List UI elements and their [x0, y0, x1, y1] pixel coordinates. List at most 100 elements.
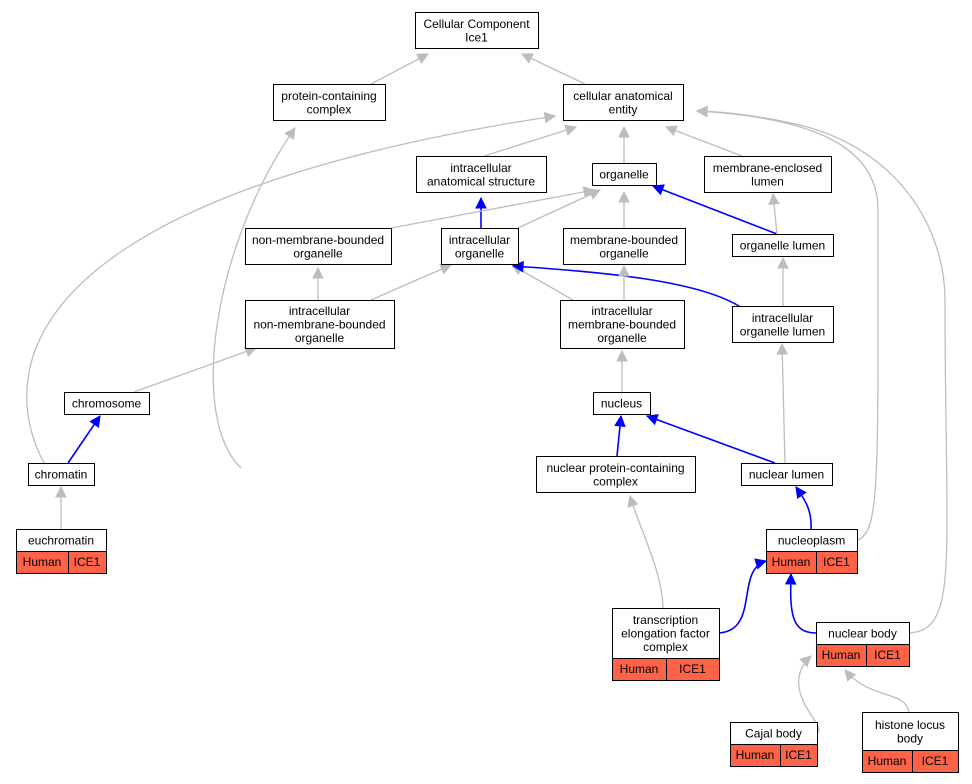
node-label: euchromatin	[28, 534, 94, 548]
species-label: Human	[23, 555, 62, 569]
node-label: nucleus	[601, 397, 642, 411]
species-label: Human	[822, 648, 861, 662]
edge-to-non-membrane-bounded-organelle	[312, 266, 324, 300]
edge-to-chromosome	[67, 415, 101, 464]
edge-to-nucleoplasm	[784, 572, 817, 634]
node-label: nucleoplasm	[778, 534, 845, 548]
edge-to-cellular-anatomical-entity	[664, 125, 743, 157]
edge-to-nuclear-body	[797, 655, 820, 734]
node-label: transcription	[633, 613, 698, 627]
node-label: Cellular Component	[423, 17, 530, 31]
node-label: lumen	[751, 174, 784, 188]
node-chromosome[interactable]: chromosome	[64, 392, 150, 415]
edge-to-intracellular-membrane-bounded-organelle	[616, 349, 628, 392]
edge-to-intracellular-organelle-lumen	[776, 342, 789, 464]
node-label: body	[897, 731, 923, 745]
node-chromatin[interactable]: chromatin	[28, 463, 95, 486]
node-label: chromosome	[72, 397, 142, 411]
node-label: histone locus	[875, 718, 945, 732]
node-label: membrane-bounded	[568, 318, 676, 332]
node-label: organelle	[599, 246, 649, 260]
node-label: membrane-enclosed	[713, 161, 822, 175]
node-label: nuclear protein-containing	[546, 461, 684, 475]
node-label: entity	[609, 102, 638, 116]
node-label: membrane-bounded	[570, 233, 678, 247]
edge-to-organelle	[651, 184, 778, 235]
annotation-row: Human ICE1	[862, 750, 959, 773]
gene-label: ICE1	[922, 754, 949, 768]
edge-to-root	[370, 53, 429, 85]
edge-to-cellular-anatomical-entity	[483, 124, 578, 157]
node-label: intracellular	[752, 311, 813, 325]
node-label: complex	[643, 640, 688, 654]
edge-to-nucleoplasm	[718, 558, 768, 634]
node-nuclear-lumen[interactable]: nuclear lumen	[741, 463, 833, 486]
edge-to-nucleus	[614, 414, 626, 457]
node-label: complex	[307, 102, 352, 116]
node-label: nuclear body	[828, 627, 897, 641]
node-label: organelle	[597, 331, 647, 345]
node-organelle[interactable]: organelle	[592, 163, 657, 186]
edge-to-organelle	[517, 189, 602, 229]
edge-to-cellular-anatomical-entity	[695, 105, 948, 634]
species-label: Human	[868, 754, 907, 768]
edge-to-nuclear-protein-complex	[627, 494, 664, 609]
edge-to-nuclear-lumen	[795, 486, 812, 530]
node-label: non-membrane-bounded	[253, 318, 385, 332]
edge-to-organelle-lumen	[777, 256, 789, 306]
gene-label: ICE1	[874, 648, 901, 662]
gene-label: ICE1	[785, 748, 812, 762]
edge-to-intracellular-anatomical-structure	[475, 196, 487, 228]
node-label: organelle	[455, 246, 505, 260]
gene-label: ICE1	[823, 555, 850, 569]
node-label: organelle lumen	[740, 239, 825, 253]
node-label: protein-containing	[281, 89, 376, 103]
node-label: non-membrane-bounded	[252, 233, 384, 247]
node-organelle-lumen[interactable]: organelle lumen	[732, 234, 834, 257]
edge-to-membrane-enclosed-lumen	[768, 192, 780, 235]
edge-to-organelle	[618, 190, 630, 228]
edge-to-root	[520, 53, 586, 85]
node-intracellular-non-membrane-bounded-organelle[interactable]: intracellularnon-membrane-boundedorganel…	[245, 300, 395, 349]
edge-to-nuclear-body	[844, 669, 910, 713]
node-label: intracellular	[591, 304, 652, 318]
edge-to-intracellular-non-membrane-bounded-organelle	[133, 346, 258, 393]
gene-label: ICE1	[74, 555, 101, 569]
edge-to-chromatin	[55, 485, 67, 529]
node-label: Ice1	[465, 30, 488, 44]
node-label: elongation factor	[621, 627, 710, 641]
node-label: Cajal body	[745, 727, 802, 741]
species-label: Human	[772, 555, 811, 569]
node-label: intracellular	[450, 161, 511, 175]
edge-to-membrane-bounded-organelle	[618, 264, 630, 300]
annotation-row: Human ICE1	[16, 551, 107, 574]
node-label: cellular anatomical	[573, 89, 672, 103]
edge-to-intracellular-organelle	[370, 263, 453, 301]
node-label: organelle lumen	[740, 324, 825, 338]
node-nucleus[interactable]: nucleus	[593, 392, 651, 415]
node-label: anatomical structure	[427, 174, 535, 188]
node-label: organelle	[599, 168, 649, 182]
gene-label: ICE1	[679, 662, 706, 676]
annotation-row: Human ICE1	[816, 644, 910, 667]
